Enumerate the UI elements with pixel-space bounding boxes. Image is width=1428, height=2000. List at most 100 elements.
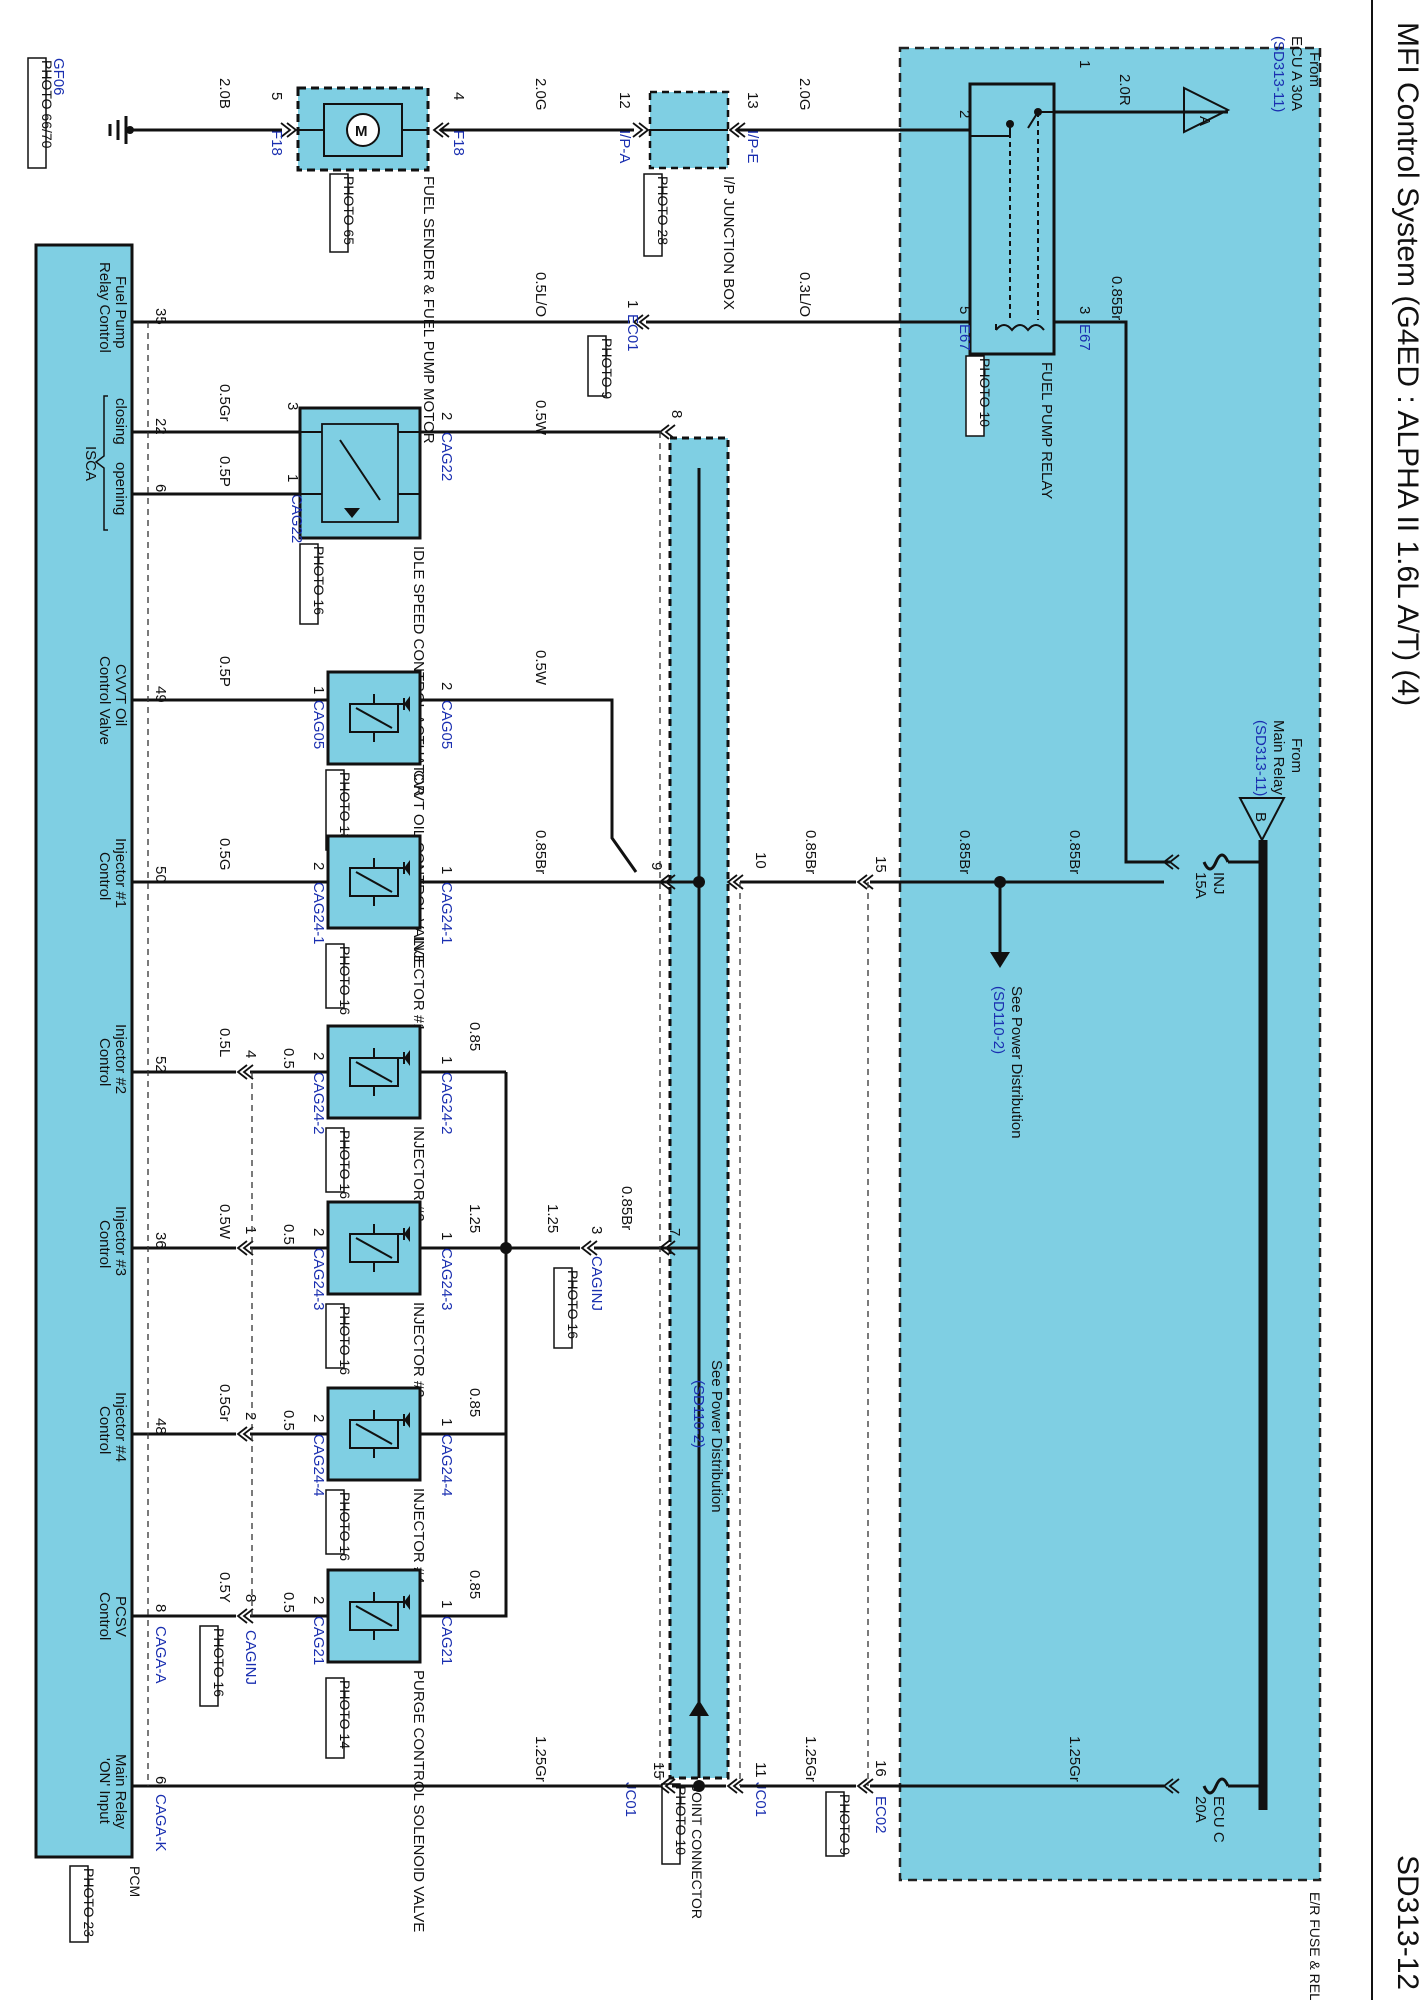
svg-text:1: 1 (1076, 60, 1093, 68)
svg-text:CVVT Oil: CVVT Oil (112, 664, 129, 726)
source-b-triangle (1238, 797, 1286, 843)
svg-text:Injector #3: Injector #3 (112, 1206, 129, 1276)
svg-text:0.5P: 0.5P (216, 456, 233, 487)
svg-text:1: 1 (310, 686, 327, 694)
svg-text:0.5: 0.5 (280, 1592, 297, 1613)
caginj-b-photo: PHOTO 16 (211, 1628, 227, 1697)
svg-text:52: 52 (152, 1056, 169, 1073)
svg-text:M: M (355, 123, 368, 140)
caga-k-conn: CAGA-K (152, 1794, 169, 1852)
fuse-ecuc (1202, 1777, 1230, 1795)
svg-text:1.25Gr: 1.25Gr (802, 1736, 819, 1782)
svg-text:0.85Br: 0.85Br (1066, 830, 1083, 874)
fuse-ecuc-name: ECU C (1210, 1796, 1227, 1843)
svg-text:PCM: PCM (127, 1866, 143, 1897)
svg-text:2.0B: 2.0B (216, 78, 233, 109)
svg-text:8: 8 (152, 1604, 169, 1612)
ec02-photo: PHOTO 9 (837, 1794, 853, 1855)
svg-text:4: 4 (450, 92, 467, 100)
pcsv-photo: PHOTO 14 (337, 1680, 353, 1749)
svg-text:0.85Br: 0.85Br (532, 830, 549, 874)
svg-text:PCSV: PCSV (112, 1596, 129, 1637)
svg-text:3: 3 (284, 402, 301, 410)
fuse-inj (1202, 853, 1230, 871)
fp-conn-l: F18 (268, 130, 285, 156)
svg-text:E/R FUSE & RELAY BOX: E/R FUSE & RELAY BOX (1307, 1892, 1323, 2000)
svg-text:'ON' Input: 'ON' Input (96, 1758, 113, 1825)
svg-text:1.25Gr: 1.25Gr (1066, 1736, 1083, 1782)
pcm-photo-box (69, 1865, 89, 1943)
jbox-conn-r: I/P-E (744, 130, 761, 163)
ground-photo-box (27, 57, 47, 169)
svg-text:Control: Control (96, 1406, 113, 1454)
svg-text:9: 9 (648, 862, 665, 870)
source-b-line1: Main Relay (1270, 720, 1287, 796)
svg-text:35: 35 (152, 308, 169, 325)
svg-text:6: 6 (152, 1776, 169, 1784)
svg-text:2: 2 (438, 682, 455, 690)
jc-label: JOINT CONNECTOR (689, 1785, 705, 1919)
jbox-photo: PHOTO 28 (655, 176, 671, 245)
ec01-conn: EC01 (624, 314, 641, 352)
svg-text:0.5P: 0.5P (216, 656, 233, 687)
inj1-photo-box (325, 943, 345, 1009)
jc-photo: PHOTO 10 (673, 1786, 689, 1855)
svg-text:0.85Br: 0.85Br (618, 1186, 635, 1230)
jbox-photo-box (643, 173, 663, 257)
pcm-module (34, 243, 134, 1859)
svg-text:0.85: 0.85 (466, 1388, 483, 1417)
inj4-photo: PHOTO 16 (337, 1492, 353, 1561)
svg-text:22: 22 (152, 418, 169, 435)
svg-text:1: 1 (438, 1418, 455, 1426)
inj1-photo: PHOTO 16 (337, 946, 353, 1015)
svg-text:6: 6 (152, 484, 169, 492)
svg-text:2: 2 (956, 110, 973, 118)
caginj-a-photo: PHOTO 16 (565, 1270, 581, 1339)
jc-conn-bottom: JC01 (622, 1782, 639, 1817)
svg-text:1: 1 (438, 866, 455, 874)
svg-text:5: 5 (268, 92, 285, 100)
svg-text:0.5W: 0.5W (532, 400, 549, 436)
relay-photo: PHOTO 10 (977, 358, 993, 427)
isca-conn-bottom: CAG22 (288, 494, 305, 543)
svg-text:2: 2 (310, 1414, 327, 1422)
inj3-photo-box (325, 1303, 345, 1369)
svg-text:16: 16 (872, 1760, 889, 1777)
svg-text:8: 8 (242, 1594, 259, 1602)
relay-photo-box (965, 355, 985, 437)
pcsv-conn-bottom: CAG21 (310, 1616, 327, 1665)
isca-photo-box (299, 543, 319, 625)
source-a-from: From (1306, 52, 1323, 87)
inj3-conn-top: CAG24-3 (438, 1248, 455, 1311)
caginj-a-conn: CAGINJ (588, 1256, 605, 1311)
see-pd-2-ref: (SD110-2) (690, 1380, 707, 1448)
cvvt-conn-bottom: CAG05 (310, 700, 327, 749)
svg-text:0.85: 0.85 (466, 1570, 483, 1599)
relay-name: FUEL PUMP RELAY (1038, 362, 1055, 499)
ec02-photo-box (825, 1791, 845, 1857)
svg-text:0.5W: 0.5W (216, 1204, 233, 1240)
fuse-ecuc-rating: 20A (1192, 1796, 1209, 1823)
svg-text:0.5G: 0.5G (216, 838, 233, 871)
inj1-name: INJECTOR #1 (410, 936, 427, 1032)
svg-text:0.85Br: 0.85Br (1108, 276, 1125, 320)
inj4-photo-box (325, 1489, 345, 1555)
inj2-conn-bottom: CAG24-2 (310, 1072, 327, 1135)
pcsv-name: PURGE CONTROL SOLENOID VALVE (410, 1670, 427, 1932)
fuse-inj-name: INJ (1210, 872, 1227, 895)
svg-text:1.25: 1.25 (544, 1204, 561, 1233)
svg-text:Control: Control (96, 1038, 113, 1086)
svg-text:2: 2 (310, 862, 327, 870)
svg-text:Injector #1: Injector #1 (112, 838, 129, 908)
caginj-b-photo-box (199, 1625, 219, 1707)
svg-text:Control: Control (96, 1220, 113, 1268)
pcsv-conn-top: CAG21 (438, 1616, 455, 1665)
wire-relay-feed (1054, 320, 1170, 864)
inj2-photo: PHOTO 16 (337, 1130, 353, 1199)
svg-text:1: 1 (438, 1056, 455, 1064)
svg-text:Fuel Pump: Fuel Pump (112, 276, 129, 349)
see-pd-1-text: See Power Distribution (1008, 986, 1025, 1139)
caga-a-conn: CAGA-A (152, 1626, 169, 1684)
svg-text:0.5Gr: 0.5Gr (216, 1384, 233, 1422)
svg-text:3: 3 (1076, 306, 1093, 314)
